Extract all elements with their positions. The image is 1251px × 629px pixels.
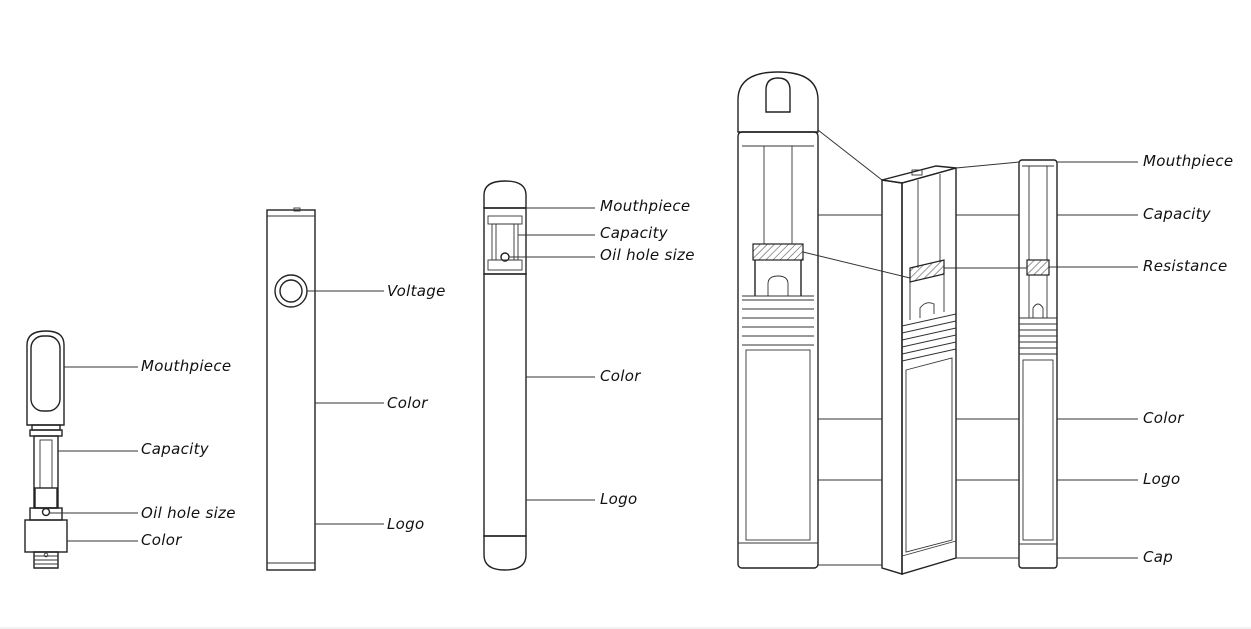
- battery-logo-label: Logo: [387, 515, 424, 533]
- cartridge-device: Mouthpiece Capacity Oil hole size Color: [24, 330, 236, 569]
- pod-mouthpiece-label: Mouthpiece: [1143, 152, 1233, 170]
- pod-resistance-label: Resistance: [1143, 257, 1228, 275]
- pod-capacity-label: Capacity: [1143, 205, 1212, 223]
- pod-logo-label: Logo: [1143, 470, 1180, 488]
- leader-line: [955, 161, 1020, 169]
- cartridge-mouthpiece-label: Mouthpiece: [141, 357, 231, 375]
- disposable-pod-device: Mouthpiece Capacity Resistance Color Log…: [737, 71, 1233, 575]
- disposable-pen-device: Mouthpiece Capacity Oil hole size Color …: [483, 180, 695, 571]
- bottom-divider: [0, 627, 1251, 629]
- pen-capacity-label: Capacity: [600, 224, 669, 242]
- battery-color-label: Color: [387, 394, 428, 412]
- pen-mouthpiece-label: Mouthpiece: [600, 197, 690, 215]
- leader-line: [817, 129, 883, 181]
- cartridge-color-label: Color: [141, 531, 182, 549]
- cartridge-oil-hole-label: Oil hole size: [141, 504, 236, 522]
- pen-color-label: Color: [600, 367, 641, 385]
- battery-voltage-label: Voltage: [387, 282, 446, 300]
- leader-line: [802, 251, 911, 279]
- battery-device: Voltage Color Logo: [266, 207, 446, 571]
- pod-color-label: Color: [1143, 409, 1184, 427]
- pod-cap-label: Cap: [1143, 548, 1173, 566]
- pen-logo-label: Logo: [600, 490, 637, 508]
- pen-oil-hole-label: Oil hole size: [600, 246, 695, 264]
- cartridge-capacity-label: Capacity: [141, 440, 210, 458]
